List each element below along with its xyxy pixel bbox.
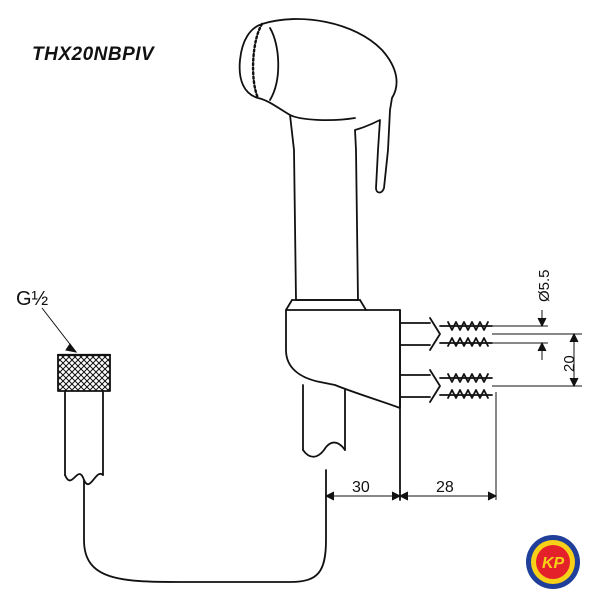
spacing-dimension	[492, 332, 582, 388]
bracket-hose	[302, 384, 346, 458]
spacing-label: 20	[561, 355, 578, 372]
wall-bracket	[285, 299, 401, 409]
bracket-offset-label: 30	[352, 479, 370, 496]
hose-loop	[83, 469, 327, 583]
brand-logo: KP	[526, 535, 580, 589]
logo-text: KP	[542, 555, 565, 572]
diameter-dimension	[492, 310, 548, 360]
screw-length-label: 28	[436, 479, 454, 496]
spray-head	[238, 18, 398, 301]
horizontal-dimensions	[324, 392, 498, 501]
thread-label: G½	[16, 288, 49, 310]
diameter-label: Ø5.5	[536, 269, 553, 302]
fixing-screws	[399, 317, 493, 403]
model-code: THX20NBPIV	[32, 44, 155, 65]
hose-connector	[56, 353, 112, 486]
